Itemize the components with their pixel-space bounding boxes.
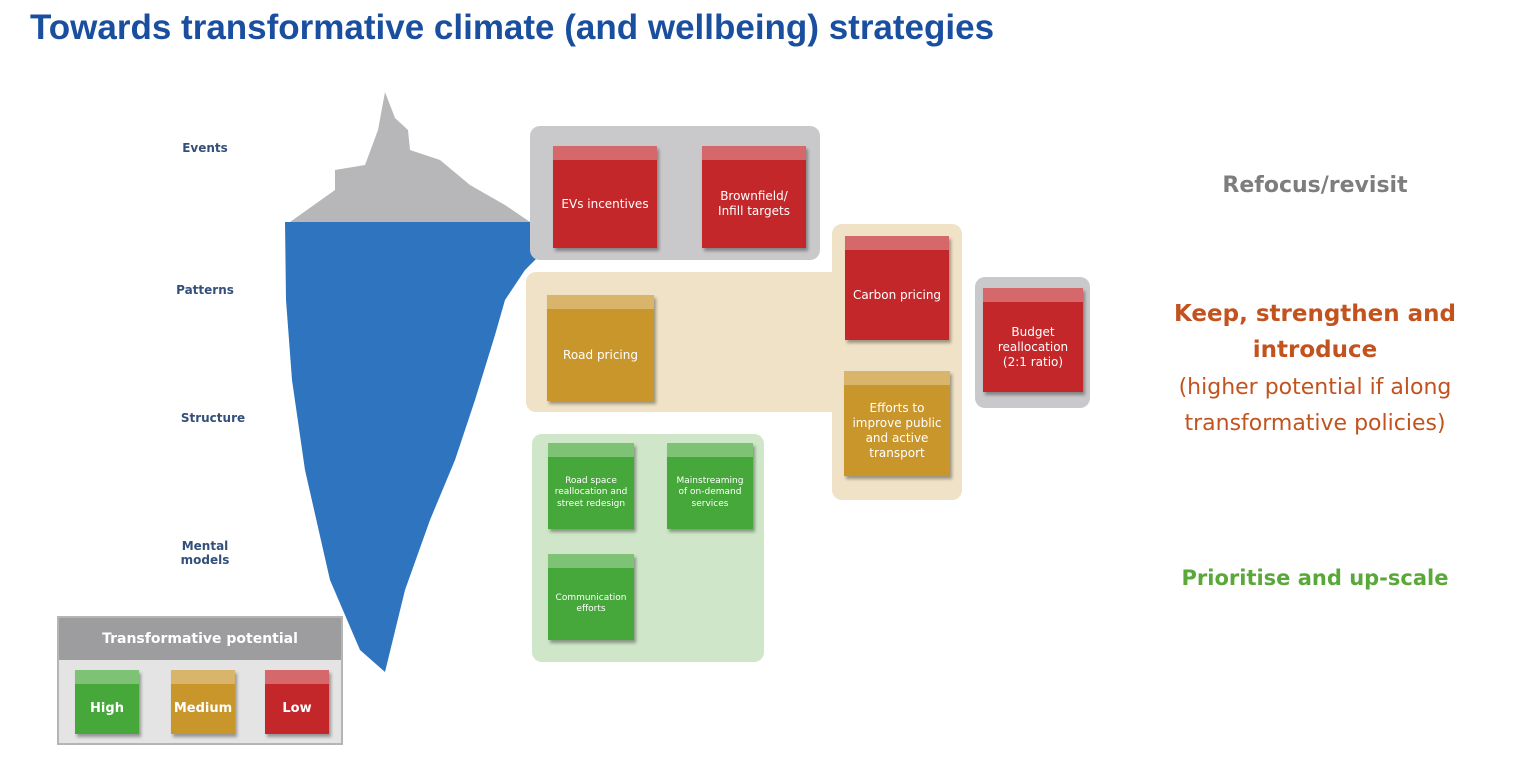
- note-road-space: Road space reallocation and street redes…: [548, 443, 634, 529]
- iceberg-underwater: [285, 222, 553, 672]
- legend-high: High: [75, 670, 139, 734]
- note-carbon-pricing: Carbon pricing: [845, 236, 949, 340]
- category-keep: Keep, strengthen and introduce: [1174, 301, 1456, 363]
- note-efforts-transport: Efforts to improve public and active tra…: [844, 371, 950, 476]
- legend-medium: Medium: [171, 670, 235, 734]
- note-evs-incentives: EVs incentives: [553, 146, 657, 248]
- level-mental-models: Mental models: [180, 539, 230, 567]
- level-events: Events: [182, 141, 228, 155]
- level-patterns: Patterns: [176, 283, 234, 297]
- category-keep-sub: (higher potential if along transformativ…: [1178, 375, 1452, 436]
- note-budget-reallocation: Budget reallocation (2:1 ratio): [983, 288, 1083, 392]
- legend: Transformative potential High Medium Low: [57, 616, 343, 745]
- note-road-pricing: Road pricing: [547, 295, 654, 401]
- legend-title: Transformative potential: [59, 618, 341, 660]
- category-refocus: Refocus/revisit: [1222, 173, 1408, 198]
- legend-low: Low: [265, 670, 329, 734]
- page-title: Towards transformative climate (and well…: [30, 8, 995, 47]
- iceberg-tip: [290, 92, 530, 222]
- note-communication: Communication efforts: [548, 554, 634, 640]
- note-mainstreaming: Mainstreaming of on-demand services: [667, 443, 753, 529]
- note-brownfield: Brownfield/ Infill targets: [702, 146, 806, 248]
- category-prioritise: Prioritise and up-scale: [1181, 566, 1449, 590]
- level-structure: Structure: [180, 411, 246, 425]
